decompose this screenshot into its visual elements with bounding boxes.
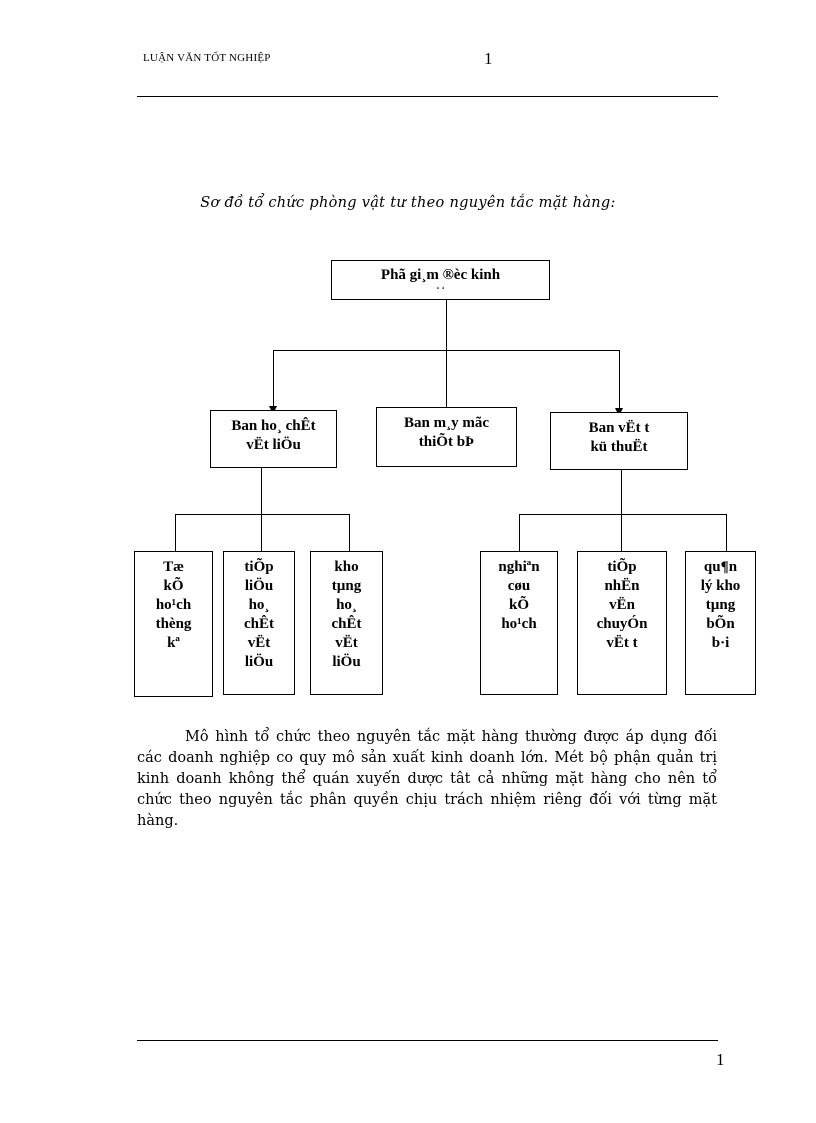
connector xyxy=(726,514,727,562)
connector xyxy=(175,514,176,562)
box-label: lý kho xyxy=(700,578,741,594)
box-label: nghiªn xyxy=(498,559,540,575)
box-label: chÊt xyxy=(244,616,274,632)
org-box-chemicals: Ban ho¸ chÊt vËt liÖu xyxy=(210,410,337,468)
box-label: chÊt xyxy=(331,616,362,632)
org-box-technical-supplies: Ban vËt t kü thuËt xyxy=(550,412,688,470)
org-box-chemical-procurement: tiÕp liÖu ho¸ chÊt vËt liÖu xyxy=(223,551,295,695)
box-label: ho¹ch xyxy=(501,616,537,632)
connector xyxy=(519,514,727,515)
box-label: thèng xyxy=(155,616,192,632)
box-label: Ban m¸y mãc xyxy=(404,415,489,431)
header-page-number: 1 xyxy=(484,49,493,68)
box-label: ho¸ xyxy=(248,597,270,613)
box-label: vËt xyxy=(247,635,271,651)
box-label: vËt liÖu xyxy=(246,437,301,453)
box-label: b·i xyxy=(711,635,730,651)
box-label: vËn xyxy=(609,597,635,613)
box-label: cøu xyxy=(507,578,531,594)
box-label: liÖu xyxy=(332,654,361,670)
box-label: bÕn xyxy=(706,616,735,632)
footer-page-number: 1 xyxy=(716,1050,725,1069)
box-label: kª xyxy=(167,635,180,651)
box-label: vËt xyxy=(335,635,358,651)
box-label: tµng xyxy=(705,597,736,613)
org-box-chemical-warehouse: kho tµng ho¸ chÊt vËt liÖu xyxy=(310,551,383,695)
org-box-machinery: Ban m¸y mãc thiÕt bÞ xyxy=(376,407,517,467)
box-label: kü thuËt xyxy=(590,439,648,455)
org-root-label-cont: ¸ ¸ xyxy=(436,279,445,289)
box-label: tµng xyxy=(331,578,362,594)
org-root-box: Phã gi¸m ®èc kinh ¸ ¸ xyxy=(331,260,550,300)
chart-caption: Sơ đồ tổ chức phòng vật tư theo nguyên t… xyxy=(200,195,616,211)
box-label: ho¸ xyxy=(336,597,357,613)
org-root-label: Phã gi¸m ®èc kinh xyxy=(380,267,501,283)
connector xyxy=(519,514,520,562)
box-label: Ban ho¸ chÊt xyxy=(231,418,316,434)
connector xyxy=(619,350,620,412)
box-label: ho¹ch xyxy=(155,597,192,613)
body-paragraph: Mô hình tổ chức theo nguyên tắc mặt hàng… xyxy=(137,727,717,832)
footer-rule xyxy=(137,1040,718,1041)
box-label: nhËn xyxy=(604,578,640,594)
box-label: vËt t xyxy=(606,635,638,651)
org-box-receiving-transport: tiÕp nhËn vËn chuyÓn vËt t xyxy=(577,551,667,695)
connector xyxy=(273,350,620,351)
document-header-title: LUẬN VĂN TỐT NGHIỆP xyxy=(143,52,271,64)
header-rule xyxy=(137,96,718,97)
connector xyxy=(621,470,622,560)
paragraph-text: Mô hình tổ chức theo nguyên tắc mặt hàng… xyxy=(137,729,717,829)
org-box-research-planning: nghiªn cøu kÕ ho¹ch xyxy=(480,551,558,695)
box-label: chuyÓn xyxy=(596,616,648,632)
box-label: liÖu xyxy=(244,578,274,594)
connector xyxy=(261,468,262,558)
org-box-warehouse-management: qu¶n lý kho tµng bÕn b·i xyxy=(685,551,756,695)
box-label: Ban vËt t xyxy=(588,420,650,436)
box-label: tiÕp xyxy=(244,559,274,575)
box-label: Tæ xyxy=(163,559,184,575)
box-label: tiÕp xyxy=(607,559,637,575)
connector xyxy=(175,514,350,515)
box-label: qu¶n xyxy=(703,559,738,575)
connector xyxy=(349,514,350,562)
box-label: kho xyxy=(334,559,359,575)
box-label: kÕ xyxy=(508,597,529,613)
box-label: liÖu xyxy=(244,654,274,670)
box-label: kÕ xyxy=(163,578,184,594)
connector xyxy=(446,300,447,433)
box-label: thiÕt bÞ xyxy=(418,434,475,450)
org-box-planning-statistics: Tæ kÕ ho¹ch thèng kª xyxy=(134,551,213,697)
connector xyxy=(273,350,274,410)
